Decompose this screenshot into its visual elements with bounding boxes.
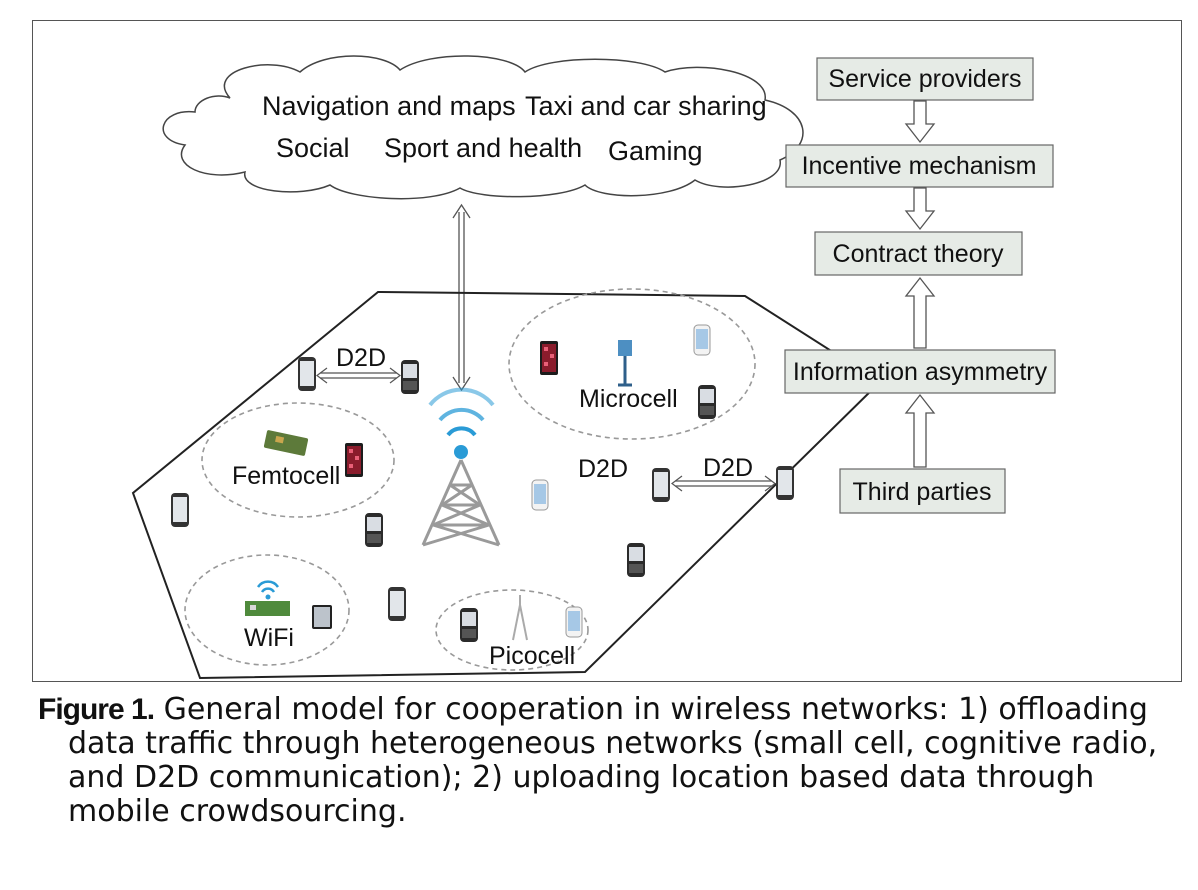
d2d-arrow-right	[671, 475, 776, 492]
flow-box-contract-theory: Contract theory	[814, 231, 1023, 276]
d2d-arrow-top	[316, 367, 401, 384]
phone-icon	[698, 385, 716, 419]
wifi-label: WiFi	[244, 624, 294, 652]
phone-icon	[401, 360, 419, 394]
flow-box-incentive-mechanism: Incentive mechanism	[785, 144, 1054, 188]
cloud-item-gaming: Gaming	[608, 136, 703, 166]
picocell-label: Picocell	[489, 642, 575, 670]
figure-frame	[32, 20, 1182, 682]
cloud-item-navigation: Navigation and maps	[262, 91, 516, 121]
network-diagram: Navigation and maps Taxi and car sharing…	[131, 55, 1056, 680]
phone-icon	[693, 324, 711, 356]
central-tower-icon	[421, 387, 501, 547]
microcell-label: Microcell	[579, 385, 678, 413]
phone-icon	[298, 357, 316, 391]
caption-text: General model for cooperation in wireles…	[68, 692, 1158, 829]
flow-arrow-down-1	[904, 100, 936, 144]
svg-text:Service providers: Service providers	[828, 65, 1021, 93]
phone-icon	[565, 606, 583, 638]
microcell-tower-icon	[618, 340, 632, 387]
femtocell-device-icon	[263, 430, 309, 456]
cloud-item-sport: Sport and health	[384, 133, 582, 163]
phone-icon	[345, 443, 363, 477]
phone-icon	[776, 466, 794, 500]
phone-icon	[171, 493, 189, 527]
flow-box-information-asymmetry: Information asymmetry	[784, 349, 1056, 394]
femtocell-boundary	[201, 402, 395, 518]
svg-text:Incentive mechanism: Incentive mechanism	[802, 152, 1037, 180]
network-region	[131, 290, 882, 680]
svg-text:Third parties: Third parties	[853, 478, 992, 506]
flow-arrow-down-2	[904, 187, 936, 231]
flow-box-service-providers: Service providers	[816, 57, 1034, 101]
phone-icon	[652, 468, 670, 502]
flow-box-third-parties: Third parties	[839, 468, 1006, 514]
cloud-shape	[162, 55, 804, 200]
d2d-label-middle: D2D	[578, 455, 628, 483]
d2d-label-top: D2D	[336, 344, 386, 372]
phone-icon	[627, 543, 645, 577]
cloud-item-taxi: Taxi and car sharing	[525, 91, 767, 121]
flow-arrow-up-2	[904, 393, 936, 468]
phone-icon	[460, 608, 478, 642]
wifi-router-icon	[245, 580, 290, 616]
picocell-tower-icon	[512, 595, 528, 641]
tablet-icon	[312, 605, 332, 629]
picocell-boundary	[435, 589, 589, 671]
phone-icon	[531, 479, 549, 511]
svg-text:Information asymmetry: Information asymmetry	[793, 358, 1048, 386]
flow-arrow-up-1	[904, 276, 936, 349]
d2d-label-right: D2D	[703, 454, 753, 482]
svg-text:Contract theory: Contract theory	[833, 240, 1004, 268]
caption-lead: Figure 1.	[38, 693, 155, 726]
phone-icon	[365, 513, 383, 547]
femtocell-label: Femtocell	[232, 462, 340, 490]
microcell-boundary	[508, 288, 756, 440]
phone-icon	[540, 341, 558, 375]
wifi-boundary	[184, 554, 350, 666]
cloud-tower-arrow	[452, 203, 471, 392]
phone-icon	[388, 587, 406, 621]
cloud-item-social: Social	[276, 133, 350, 163]
figure-caption: Figure 1. General model for cooperation …	[38, 693, 1188, 829]
